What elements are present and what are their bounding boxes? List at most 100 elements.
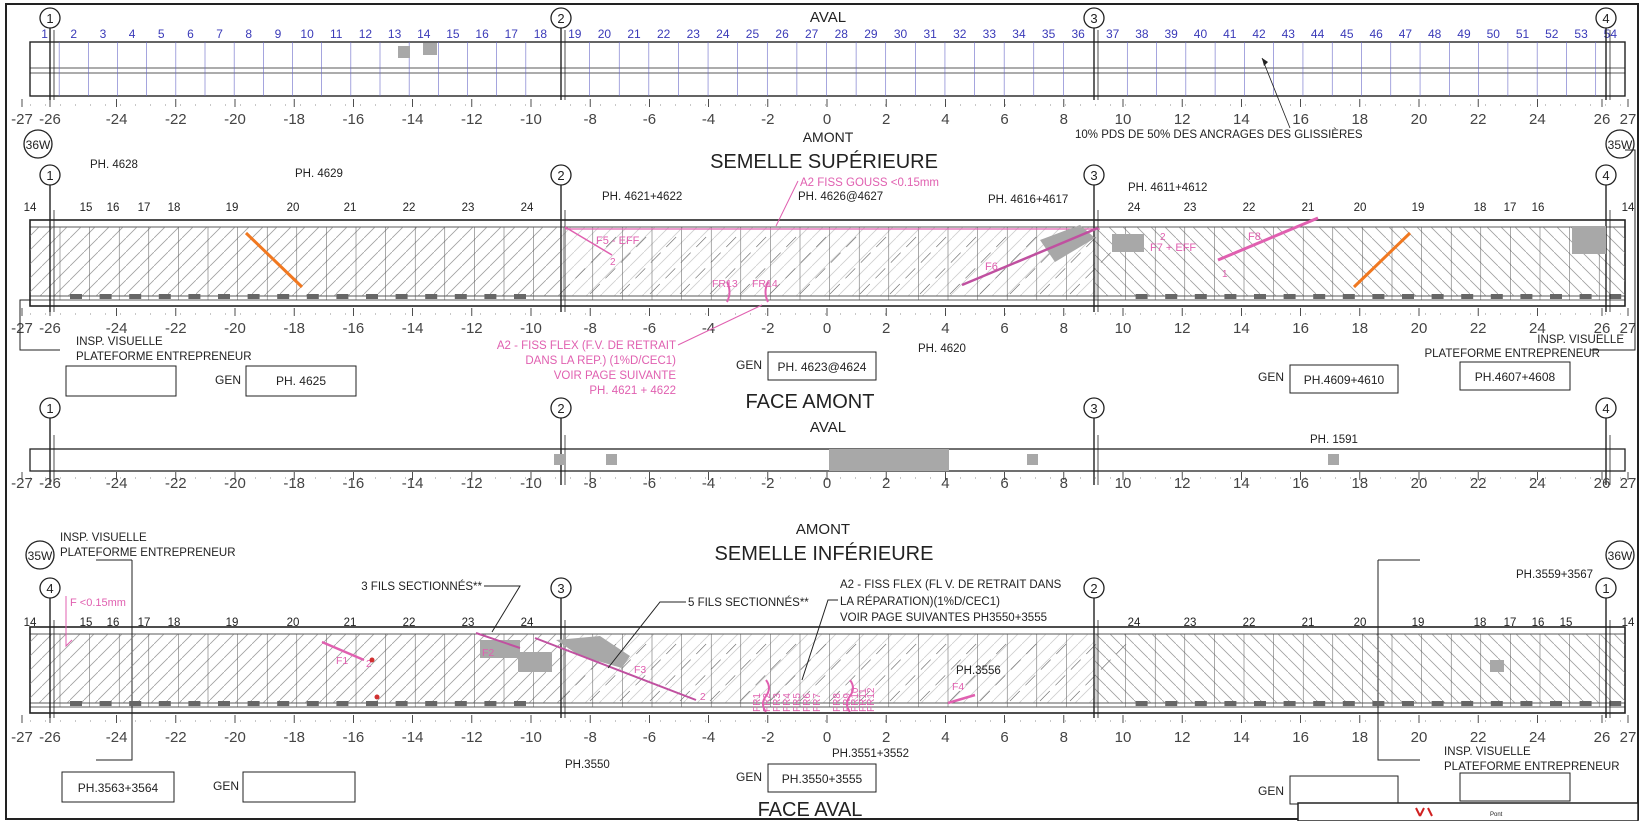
svg-text:Pont: Pont [1490,812,1503,818]
fr-label: FR10 [850,687,861,712]
defect-mark [423,43,437,55]
rib-label: 18 [1474,202,1487,214]
axis-tick-label: -12 [461,729,483,746]
rib-label: 20 [1354,617,1367,629]
axis-tick-label: 16 [1292,111,1309,128]
defect-label: 2 [1160,232,1166,243]
pier-marker [1083,7,1105,29]
axis-tick-label: -8 [584,320,597,337]
semelle-inferieure-title: SEMELLE INFÉRIEURE [715,542,934,565]
svg-text:2: 2 [366,659,372,670]
defect-mark [398,46,410,58]
cell-label: 4 [129,27,136,41]
axis-tick-label: 20 [1411,111,1428,128]
cell-label: 35 [1042,27,1056,41]
axis-tick-label: -6 [643,475,656,492]
tag-35w-right: 35W [1605,129,1635,159]
svg-text:A2 - FISS FLEX (FL V. DE RETRA: A2 - FISS FLEX (FL V. DE RETRAIT DANS [840,579,1062,591]
axis-tick-label: -18 [283,729,305,746]
axis-tick-label: 0 [823,475,831,492]
cell-label: 8 [245,27,252,41]
pier-marker [1083,164,1105,186]
axis-tick-label: 2 [882,729,890,746]
gen-label: GEN [1258,784,1284,798]
page-frame [5,3,1639,820]
fissure-line [726,281,731,303]
photo-ref: PH.3559+3567 [1516,569,1593,581]
axis-tick-label: -2 [761,475,774,492]
axis-tick-label: -8 [584,475,597,492]
fr-label: FR12 [866,687,877,712]
svg-text:VOIR PAGE SUIVANTE: VOIR PAGE SUIVANTE [554,370,677,382]
rib-label: 24 [521,617,534,629]
defect-area [1490,660,1504,672]
photo-box [1289,364,1399,394]
photo-ref: PH. 4628 [90,159,138,171]
axis-tick-label: -20 [224,111,246,128]
axis-tick-label: 26 [1594,475,1611,492]
axis-tick-label: 12 [1174,475,1191,492]
empty-box [65,365,177,397]
axis-tick-label: -14 [402,320,424,337]
cell-label: 33 [983,27,997,41]
cell-label: 50 [1487,27,1501,41]
face-aval-view: SEMELLE INFÉRIEURE 35W 36W INSP. VISUELL… [11,532,1639,821]
rib-label: 23 [1184,617,1197,629]
cell-label: 53 [1574,27,1588,41]
pier-label: 1 [46,401,53,416]
axis-tick-label: -26 [39,475,61,492]
svg-text:PLATEFORME ENTREPRENEUR: PLATEFORME ENTREPRENEUR [60,547,236,559]
pier-label: 3 [557,581,564,596]
pier-label: 2 [1090,581,1097,596]
tag-36w-right: 36W [1605,540,1635,570]
axis-tick-label: -2 [761,729,774,746]
rib-label: 20 [1354,202,1367,214]
svg-text:36W: 36W [1608,549,1633,563]
rib-label: 23 [1184,202,1197,214]
cell-label: 20 [598,27,612,41]
svg-text:PH. 4621 + 4622: PH. 4621 + 4622 [589,385,676,397]
svg-text:PLATEFORME ENTREPRENEUR: PLATEFORME ENTREPRENEUR [76,351,252,363]
fr-label: FR4 [782,693,793,712]
rib-label: 14 [1622,202,1635,214]
cell-label: 27 [805,27,819,41]
svg-text:DANS LA REP.) (1%D/CEC1): DANS LA REP.) (1%D/CEC1) [525,355,676,367]
photo-ref: PH. 1591 [1310,434,1358,446]
fissure-line [764,281,769,303]
middle-girder [29,448,1626,472]
orange-crack [1352,231,1412,289]
amont-defects: A2 FISS GOUSS <0.15mm F5 - EFF 2 FR13 FR… [244,177,1606,303]
axis-tick-label: 4 [941,111,949,128]
rib-label: 17 [1504,202,1517,214]
photo-box-label: PH.3563+3564 [78,781,159,795]
fissure-line [1217,216,1319,262]
pier-marker [1595,7,1617,29]
defect-mark [1027,454,1038,465]
axis-tick-label: -10 [520,729,542,746]
defect-label: F8 [1248,231,1261,243]
pier-marker [550,577,572,599]
axis-tick-label: 22 [1470,729,1487,746]
rib-label: 20 [287,202,300,214]
photo-box [245,365,357,397]
axis-tick-label: 10 [1115,320,1132,337]
pier-label: 2 [557,401,564,416]
axis-tick-label: 4 [941,475,949,492]
defect-label: 2 [610,257,616,268]
axis-tick-label: 22 [1470,111,1487,128]
axis-tick-label: 8 [1060,475,1068,492]
aval-rib-grid [59,634,1622,707]
middle-view-aval: AVAL [810,419,846,436]
top-view-defect-marks [398,43,437,58]
svg-text:INSP. VISUELLE: INSP. VISUELLE [60,532,147,544]
amont-rib-grid [59,227,1622,300]
photo-box-label: PH.4607+4608 [1475,370,1556,384]
cell-label: 30 [894,27,908,41]
cell-label: 1 [41,27,48,41]
gen-label: GEN [213,779,239,793]
cell-label: 14 [417,27,431,41]
svg-text:VOIR PAGE SUIVANTES PH3550+355: VOIR PAGE SUIVANTES PH3550+3555 [840,612,1047,624]
axis-tick-label: 20 [1411,320,1428,337]
